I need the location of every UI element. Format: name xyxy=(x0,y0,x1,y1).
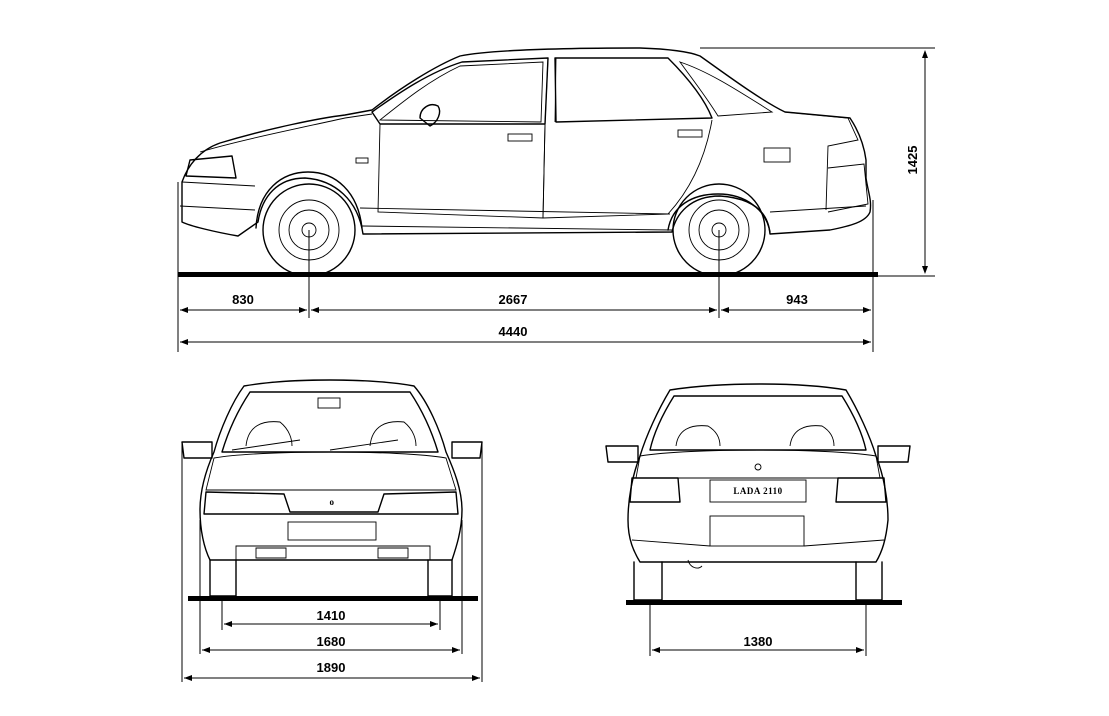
front-wheel-arch xyxy=(255,171,363,229)
front-license-plate xyxy=(287,521,377,541)
b-pillar xyxy=(544,57,557,125)
front-emblem: o xyxy=(330,497,335,507)
hood-line xyxy=(199,113,373,153)
wiper-blades xyxy=(231,439,399,451)
front-grille-lights xyxy=(203,491,459,515)
overall-width-dim: 1890 xyxy=(317,660,346,675)
front-tires xyxy=(209,559,453,597)
rear-tires xyxy=(633,561,883,601)
front-door xyxy=(377,123,546,219)
front-bumper xyxy=(179,181,256,211)
front-door-handle xyxy=(507,133,533,142)
rear-door-handle xyxy=(677,129,703,138)
side-view: 830 2667 943 4440 1425 xyxy=(177,47,935,352)
fuel-flap xyxy=(763,147,791,163)
side-mirror xyxy=(419,104,441,127)
rear-window xyxy=(649,395,867,451)
rear-overhang-dim: 943 xyxy=(786,292,808,307)
side-dim-arrows xyxy=(180,50,928,345)
rear-door-window xyxy=(554,57,713,123)
rear-view: LADA 2110 1380 xyxy=(605,383,911,656)
front-mirror-left xyxy=(181,441,213,459)
exhaust xyxy=(687,559,703,569)
side-indicator xyxy=(355,157,369,164)
overall-length-dim: 4440 xyxy=(499,324,528,339)
wheelbase-dim: 2667 xyxy=(499,292,528,307)
badge-panel xyxy=(709,479,807,503)
rear-body-outline xyxy=(627,383,889,563)
front-fog-vents xyxy=(235,545,431,561)
rear-mirror-left xyxy=(605,445,639,463)
rear-ground-line xyxy=(626,600,902,605)
front-extension-lines xyxy=(181,442,483,682)
rear-quarter-window xyxy=(678,61,774,117)
rear-door xyxy=(542,119,713,219)
rear-view-mirror xyxy=(317,397,341,409)
front-dim-lines xyxy=(184,623,480,679)
rear-headrests xyxy=(675,425,835,447)
trunk-lid xyxy=(784,111,859,211)
trunk-rear xyxy=(635,449,881,479)
rear-bumper xyxy=(631,539,885,547)
windshield xyxy=(221,391,439,453)
rear-mirror-right xyxy=(877,445,911,463)
track-front-dim: 1680 xyxy=(317,634,346,649)
front-seats xyxy=(245,421,417,447)
track-inner-dim: 1410 xyxy=(317,608,346,623)
tail-lamp xyxy=(827,163,869,213)
side-ground-line xyxy=(178,272,878,277)
track-rear-dim: 1380 xyxy=(744,634,773,649)
trunk-emblem xyxy=(754,463,762,471)
rear-extension-lines xyxy=(649,600,867,656)
front-ground-line xyxy=(188,596,478,601)
front-overhang-dim: 830 xyxy=(232,292,254,307)
side-extension-lines xyxy=(177,47,935,352)
front-window xyxy=(378,61,544,123)
rear-bumper xyxy=(769,205,867,213)
headlight xyxy=(185,155,237,179)
rocker-sill xyxy=(359,207,673,231)
rear-badge: LADA 2110 xyxy=(733,486,782,496)
front-body-outline xyxy=(199,379,463,561)
tail-lights xyxy=(629,477,887,503)
height-dim: 1425 xyxy=(905,146,920,175)
side-dim-lines xyxy=(180,52,926,343)
hood-front xyxy=(205,451,457,491)
front-mirror-right xyxy=(451,441,483,459)
front-view: o 1410 1680 1890 xyxy=(181,379,483,682)
rear-license-plate xyxy=(709,515,805,547)
side-body-outline xyxy=(181,47,872,237)
